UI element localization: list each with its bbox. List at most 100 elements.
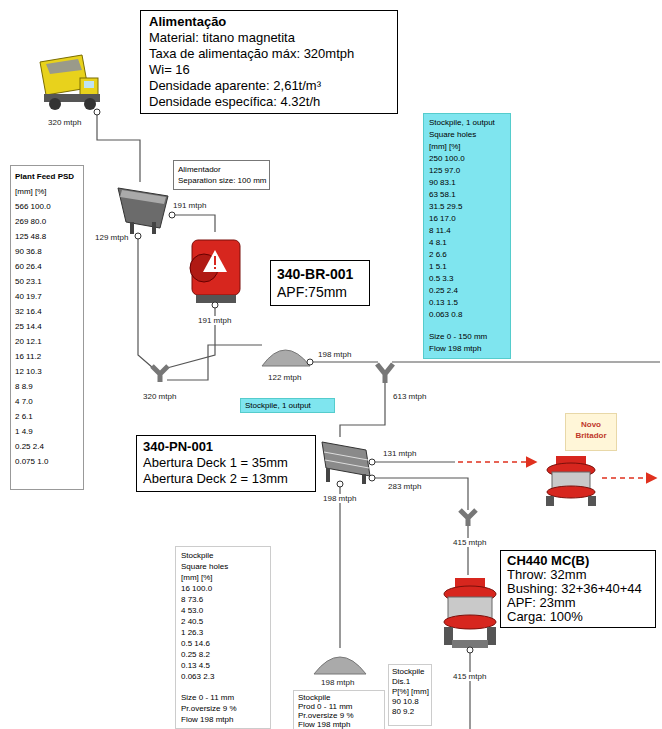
node-text: Taxa de alimentação máx: 320mtph xyxy=(149,46,389,62)
node-text: 12 10.3 xyxy=(15,364,79,379)
node-text: 0.25 8.2 xyxy=(181,649,265,660)
node-text: Flow 198 mtph xyxy=(181,714,265,725)
stockpile-table: StockpileSquare holes[mm] [%]16 100.08 7… xyxy=(175,546,271,729)
node-text: 4 53.0 xyxy=(181,605,265,616)
new-cone-crusher-icon xyxy=(546,456,596,506)
node-text: 8 8.9 xyxy=(15,379,79,394)
node-text: 50 23.1 xyxy=(15,274,79,289)
node-text: 250 100.0 xyxy=(429,153,505,165)
equipment-tag: CH440 MC(B)Throw: 32mmBushing: 32+36+40+… xyxy=(500,550,656,628)
node-text: Pr.oversize 9 % xyxy=(298,711,380,720)
equipment-tag: 340-PN-001Abertura Deck 1 = 35mmAbertura… xyxy=(136,435,316,492)
node-text: APF: 23mm xyxy=(507,596,649,610)
flow-rate: 122 mtph xyxy=(266,373,303,382)
node-text: [mm] [%] xyxy=(429,141,505,153)
node-text: 0.25 2.4 xyxy=(15,439,79,454)
flow-rate: 198 mtph xyxy=(321,494,358,503)
node-text: 0.13 1.5 xyxy=(429,297,505,309)
node-text: 25 14.4 xyxy=(15,319,79,334)
node-heading: Alimentação xyxy=(149,14,389,30)
info-box: AlimentaçãoMaterial: titano magnetitaTax… xyxy=(140,10,398,114)
node-text: 8 11.4 xyxy=(429,225,505,237)
node-text: 0.5 3.3 xyxy=(429,273,505,285)
node-text: 16 11.2 xyxy=(15,349,79,364)
stockpile-box: StockpileProd 0 - 11 mmPr.oversize 9 %Fl… xyxy=(293,690,385,729)
equipment-box: AlimentadorSeparation size: 100 mm xyxy=(173,160,270,190)
node-text: Wi= 16 xyxy=(149,62,389,78)
node-text: 8 73.6 xyxy=(181,594,265,605)
node-text: 0.25 2.4 xyxy=(429,285,505,297)
node-text: Densidade específica: 4.32t/h xyxy=(149,94,389,110)
node-text: APF:75mm xyxy=(277,283,363,301)
node-text: 269 80.0 xyxy=(15,214,79,229)
node-text: Prod 0 - 11 mm xyxy=(298,702,380,711)
node-text: 2 6.1 xyxy=(15,409,79,424)
connection-points xyxy=(94,109,473,653)
flow-lines xyxy=(97,112,660,729)
node-text: 31.5 29.5 xyxy=(429,201,505,213)
junction-icon xyxy=(377,364,393,383)
node-text: 90 36.8 xyxy=(15,244,79,259)
stockpile-table: Stockpile, 1 outputSquare holes[mm] [%]2… xyxy=(423,113,511,359)
node-text: Densidade aparente: 2,61t/m³ xyxy=(149,78,389,94)
node-text: 32 16.4 xyxy=(15,304,79,319)
flow-rate: 415 mtph xyxy=(451,672,488,681)
flow-rate: 198 mtph xyxy=(319,678,356,687)
node-text: 0.063 0.8 xyxy=(429,309,505,321)
grizzly-feeder-icon xyxy=(118,188,168,234)
node-heading: Stockpile xyxy=(392,667,428,677)
flow-rate: 131 mtph xyxy=(381,449,418,458)
node-text: Flow 198 mtph xyxy=(429,343,505,355)
node-text: Square holes xyxy=(181,561,265,572)
stockpile-icon xyxy=(314,657,366,674)
node-text: 2 40.5 xyxy=(181,616,265,627)
flow-rate: 415 mtph xyxy=(451,538,488,547)
flow-rate: 283 mtph xyxy=(386,482,423,491)
node-text: 0.13 4.5 xyxy=(181,660,265,671)
node-text: 90 83.1 xyxy=(429,177,505,189)
node-heading: Stockpile, 1 output xyxy=(429,117,505,129)
node-text: Size 0 - 11 mm xyxy=(181,692,265,703)
junction-icon xyxy=(152,366,168,382)
node-text: Size 0 - 150 mm xyxy=(429,331,505,343)
node-heading: Stockpile xyxy=(298,693,380,702)
node-text: 4 7.0 xyxy=(15,394,79,409)
screen-icon xyxy=(322,442,370,484)
node-text: Abertura Deck 2 = 13mm xyxy=(143,471,309,487)
note-box: Novo Britador xyxy=(565,413,617,451)
flow-rate: 320 mtph xyxy=(46,118,83,127)
node-heading: 340-PN-001 xyxy=(143,439,309,455)
node-heading: CH440 MC(B) xyxy=(507,554,649,568)
node-text: Square holes xyxy=(429,129,505,141)
node-text: [mm] [%] xyxy=(181,572,265,583)
node-text: 4 8.1 xyxy=(429,237,505,249)
stockpile-icon xyxy=(262,350,310,366)
node-text: 0.5 14.6 xyxy=(181,638,265,649)
stockpile-tag: Stockpile, 1 output xyxy=(240,398,335,413)
node-text: 60 26.4 xyxy=(15,259,79,274)
cone-crusher-icon xyxy=(444,578,496,648)
node-text: 566 100.0 xyxy=(15,199,79,214)
node-text: Flow 198 mtph xyxy=(298,720,380,729)
node-text: 1 26.3 xyxy=(181,627,265,638)
node-text: Separation size: 100 mm xyxy=(178,175,265,186)
node-text: 63 58.1 xyxy=(429,189,505,201)
flow-rate: 198 mtph xyxy=(316,350,353,359)
flow-rate: 191 mtph xyxy=(196,316,233,325)
node-text: Dis.1 xyxy=(392,677,428,687)
node-heading: Stockpile xyxy=(181,550,265,561)
flow-rate: 320 mtph xyxy=(141,392,178,401)
node-text: [mm] [%] xyxy=(15,184,79,199)
node-text: 16 100.0 xyxy=(181,583,265,594)
stockpile-box: StockpileDis.1P[%] [mm]90 10.880 9.2 xyxy=(388,664,432,726)
equipment-tag: 340-BR-001APF:75mm xyxy=(270,260,370,306)
node-text: 20 12.1 xyxy=(15,334,79,349)
node-text: 40 19.7 xyxy=(15,289,79,304)
node-text: 16 17.0 xyxy=(429,213,505,225)
node-text: 90 10.8 xyxy=(392,697,428,707)
node-text: 0.063 2.3 xyxy=(181,671,265,682)
node-text: 0.075 1.0 xyxy=(15,454,79,469)
psd-table: Plant Feed PSD[mm] [%]566 100.0269 80.01… xyxy=(10,165,84,490)
node-text: Pr.oversize 9 % xyxy=(181,703,265,714)
node-text: 1 5.1 xyxy=(429,261,505,273)
